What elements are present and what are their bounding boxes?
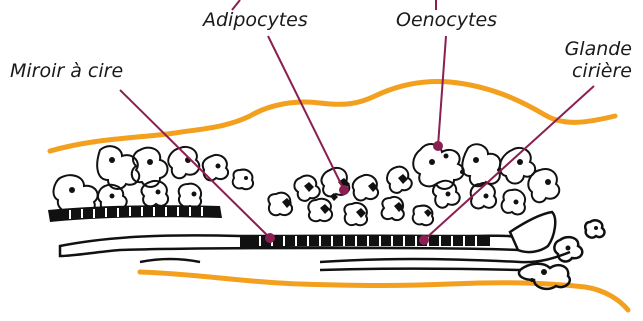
leader-adipocytes <box>268 36 344 190</box>
label-miroir-a-cire: Miroir à cire <box>10 60 123 82</box>
label-oenocytes: Oenocytes <box>396 9 497 31</box>
left-tissue-dots <box>69 157 248 199</box>
wax-mirror-strip <box>60 212 555 256</box>
leader-adipocytes-dot <box>340 186 348 194</box>
leader-miroir-dot <box>266 234 274 242</box>
leader-oenocytes-dot <box>434 142 442 150</box>
leader-glande-dot <box>420 236 428 244</box>
adipocyte-cluster <box>268 167 433 226</box>
upper-outline <box>50 82 615 151</box>
adipocyte-nuclei <box>282 174 432 218</box>
lower-outline <box>140 272 628 310</box>
label-glande-ciriere: Glande cirière <box>540 38 632 82</box>
left-tissue-cluster <box>54 146 254 212</box>
leader-oenocytes <box>438 36 446 146</box>
label-glande-line1: Glande <box>540 38 632 60</box>
label-adipocytes: Adipocytes <box>203 9 308 31</box>
label-glande-line2: cirière <box>540 60 632 82</box>
left-cell-band <box>48 205 222 222</box>
oenocyte-cluster <box>413 144 559 214</box>
leader-glande <box>424 86 594 240</box>
